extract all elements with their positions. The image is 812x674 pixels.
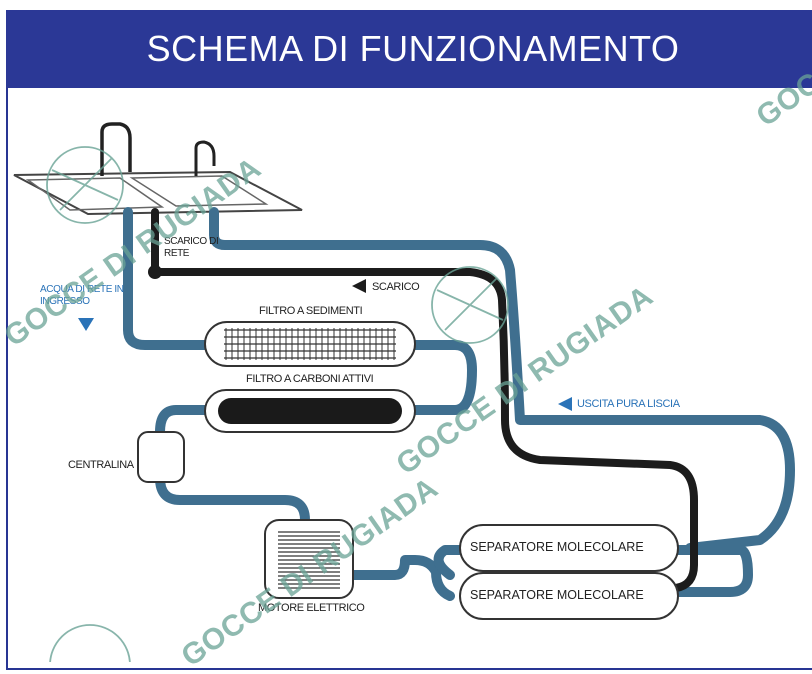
separator-loop-pipe	[433, 545, 753, 597]
separator-1	[459, 524, 679, 572]
electric-motor	[264, 519, 354, 599]
sediment-filter	[204, 321, 416, 367]
blue-pipe-network	[123, 207, 795, 601]
control-to-motor-pipe	[155, 473, 310, 525]
sediment-to-carbon-pipe	[407, 340, 477, 415]
label-uscita: USCITA PURA LISCIA	[577, 398, 680, 410]
carbon-filter	[204, 389, 416, 433]
label-filtro-sedimenti: FILTRO A SEDIMENTI	[259, 305, 363, 317]
label-filtro-carboni: FILTRO A CARBONI ATTIVI	[246, 373, 374, 385]
label-separatore-2: SEPARATORE MOLECOLARE	[470, 588, 644, 602]
drain-pipe	[151, 208, 698, 592]
label-scarico: SCARICO	[372, 281, 420, 293]
label-separatore-1: SEPARATORE MOLECOLARE	[470, 540, 644, 554]
drain-junction	[148, 265, 162, 279]
outlet-pipe	[209, 207, 795, 553]
sink-icon	[13, 122, 303, 216]
arrow-down-blue-icon	[78, 318, 94, 331]
watermark-logo-icon	[46, 146, 509, 662]
label-scarico-di-rete: SCARICO DI RETE	[164, 236, 219, 259]
arrow-left-blue-icon	[558, 397, 572, 411]
motor-to-separator-pipe	[347, 555, 455, 601]
page-title: SCHEMA DI FUNZIONAMENTO	[146, 28, 680, 69]
control-unit	[137, 431, 185, 483]
page-title-bar: SCHEMA DI FUNZIONAMENTO	[6, 10, 812, 88]
label-motore: MOTORE ELETTRICO	[258, 602, 365, 614]
inlet-pipe	[123, 207, 213, 350]
carbon-to-control-pipe	[155, 405, 213, 437]
separator-2	[459, 572, 679, 620]
arrow-left-icon	[352, 279, 366, 293]
label-acqua-di-rete: ACQUA DI RETE IN INGRESSO	[40, 284, 124, 307]
label-centralina: CENTRALINA	[68, 459, 134, 471]
